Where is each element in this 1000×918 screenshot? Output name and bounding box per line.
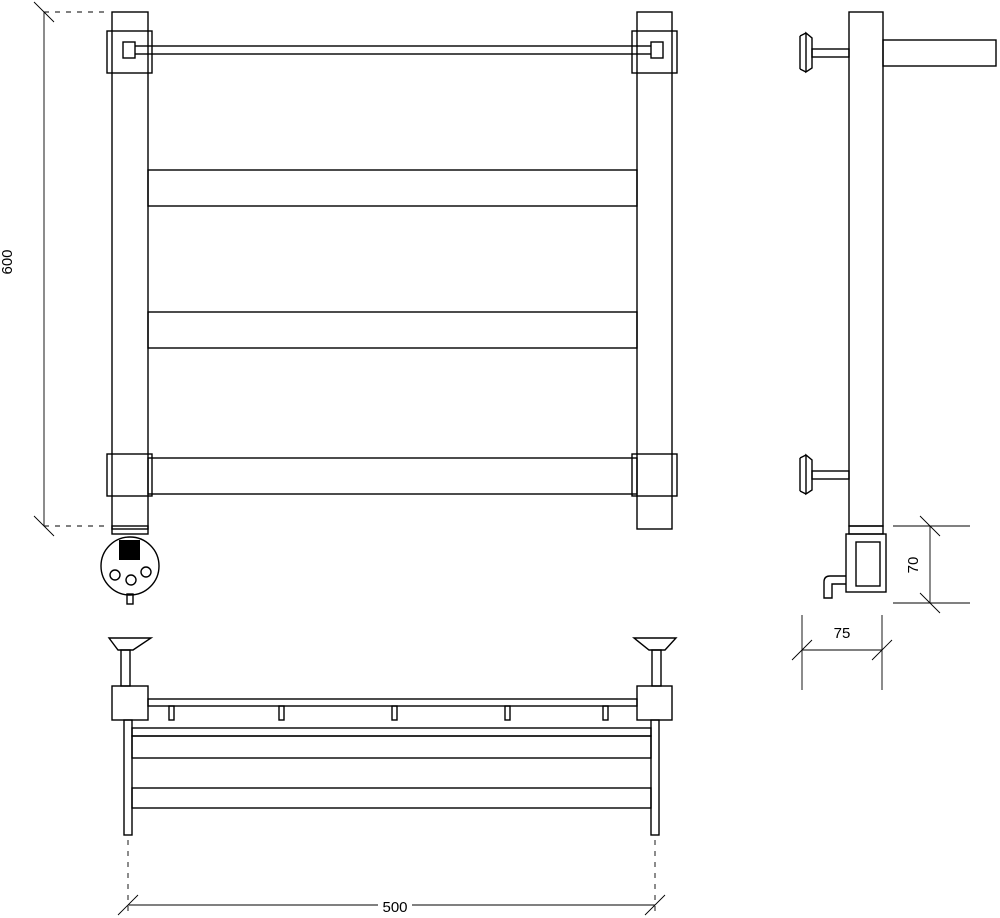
right-post <box>636 11 673 530</box>
top-view-right-post <box>650 719 660 836</box>
top-left-mount <box>107 637 154 687</box>
control-unit <box>100 536 160 605</box>
bar-3 <box>147 457 638 495</box>
right-top-bracket <box>631 30 678 74</box>
top-right-mount <box>632 637 678 687</box>
heater-neck <box>111 525 149 535</box>
top-view-rod <box>147 698 638 707</box>
top-view-left-post <box>123 719 133 836</box>
top-rod <box>132 45 654 55</box>
top-rod-right-cap <box>650 41 664 59</box>
front-view: 600 <box>0 1 678 605</box>
control-dial <box>100 536 160 596</box>
dimension-depth: 75 <box>791 615 893 690</box>
top-view-bar-2 <box>131 735 652 759</box>
left-top-bracket <box>106 30 153 74</box>
control-button-right <box>140 566 152 578</box>
dimension-height: 600 <box>0 1 104 537</box>
top-view: 500 <box>107 637 678 916</box>
top-view-bar-1 <box>131 727 652 737</box>
top-right-bracket <box>636 685 673 721</box>
height-label: 600 <box>0 249 16 274</box>
left-post <box>111 11 149 530</box>
right-bottom-bracket <box>631 453 678 497</box>
top-view-hooks <box>168 705 609 721</box>
control-button-left <box>109 569 121 581</box>
bar-1 <box>147 169 638 207</box>
dimension-width: 500 <box>117 894 666 916</box>
control-cable <box>126 593 134 605</box>
control-height-label: 70 <box>905 557 922 574</box>
width-label: 500 <box>382 899 407 916</box>
bar-2 <box>147 311 638 349</box>
left-bottom-bracket <box>106 453 153 497</box>
side-bottom-mount <box>799 453 850 496</box>
side-control-block <box>823 525 887 599</box>
top-rod-left-cap <box>122 41 136 59</box>
dimension-control-height: 70 <box>893 515 970 614</box>
top-view-bar-3 <box>131 787 652 809</box>
side-post <box>848 11 884 527</box>
control-button-center <box>125 574 137 586</box>
side-view: 70 75 <box>791 11 997 690</box>
top-left-bracket <box>111 685 149 721</box>
side-top-mount <box>799 31 850 74</box>
side-top-rod <box>882 39 997 67</box>
depth-label: 75 <box>834 625 851 642</box>
control-display <box>119 540 140 560</box>
